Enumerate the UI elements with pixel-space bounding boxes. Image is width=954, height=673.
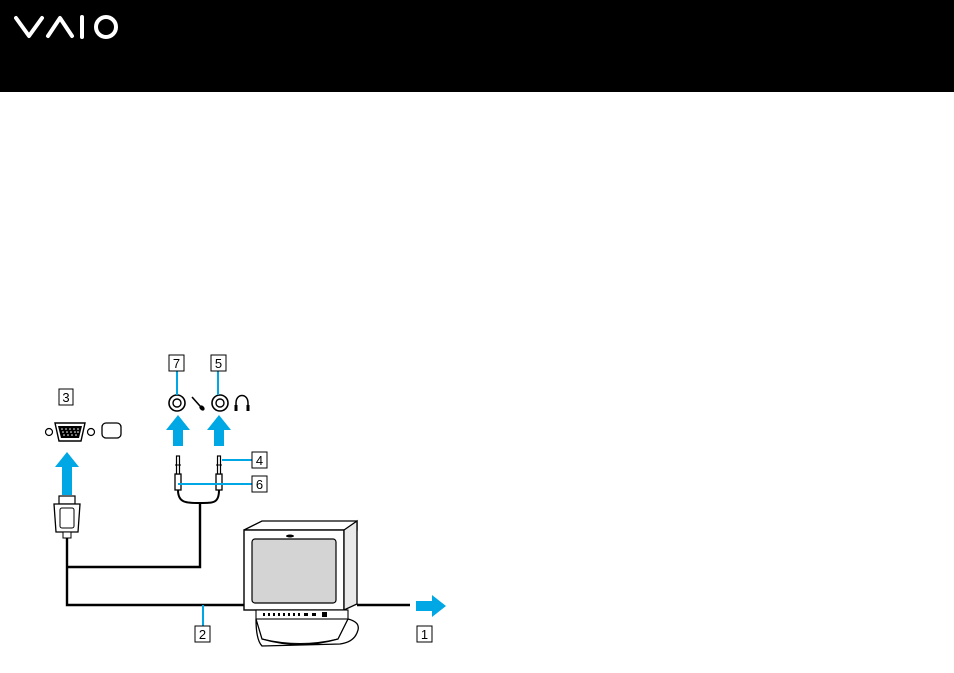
monitor-port-icon — [102, 423, 121, 438]
callout-2: 2 — [195, 626, 210, 642]
callout-7: 7 — [169, 355, 184, 371]
mic-jack-icon — [169, 395, 185, 411]
arrow-up-mic — [166, 415, 190, 446]
monitor-cable — [67, 538, 245, 605]
headphones-icon — [235, 396, 250, 412]
callout-4: 4 — [252, 452, 267, 468]
callout-5: 5 — [211, 355, 226, 371]
callout-6-label: 6 — [256, 477, 263, 492]
callout-1: 1 — [417, 626, 432, 642]
audio-cable-split — [178, 490, 219, 503]
callout-5-label: 5 — [215, 356, 222, 371]
microphone-icon — [192, 397, 206, 412]
external-monitor — [244, 521, 358, 646]
callout-7-label: 7 — [173, 356, 180, 371]
arrow-up-vga — [55, 452, 79, 495]
headphones-jack-icon — [212, 395, 228, 411]
arrow-right-power — [416, 595, 446, 617]
audio-cable — [67, 503, 200, 567]
callout-3: 3 — [59, 389, 73, 405]
callout-2-label: 2 — [199, 627, 206, 642]
arrow-up-headphones — [207, 415, 231, 446]
callout-3-label: 3 — [62, 390, 69, 405]
callout-4-label: 4 — [256, 453, 263, 468]
callout-1-label: 1 — [421, 627, 428, 642]
vga-plug — [54, 496, 80, 538]
callout-6: 6 — [252, 476, 267, 492]
vga-port-icon — [46, 423, 95, 441]
